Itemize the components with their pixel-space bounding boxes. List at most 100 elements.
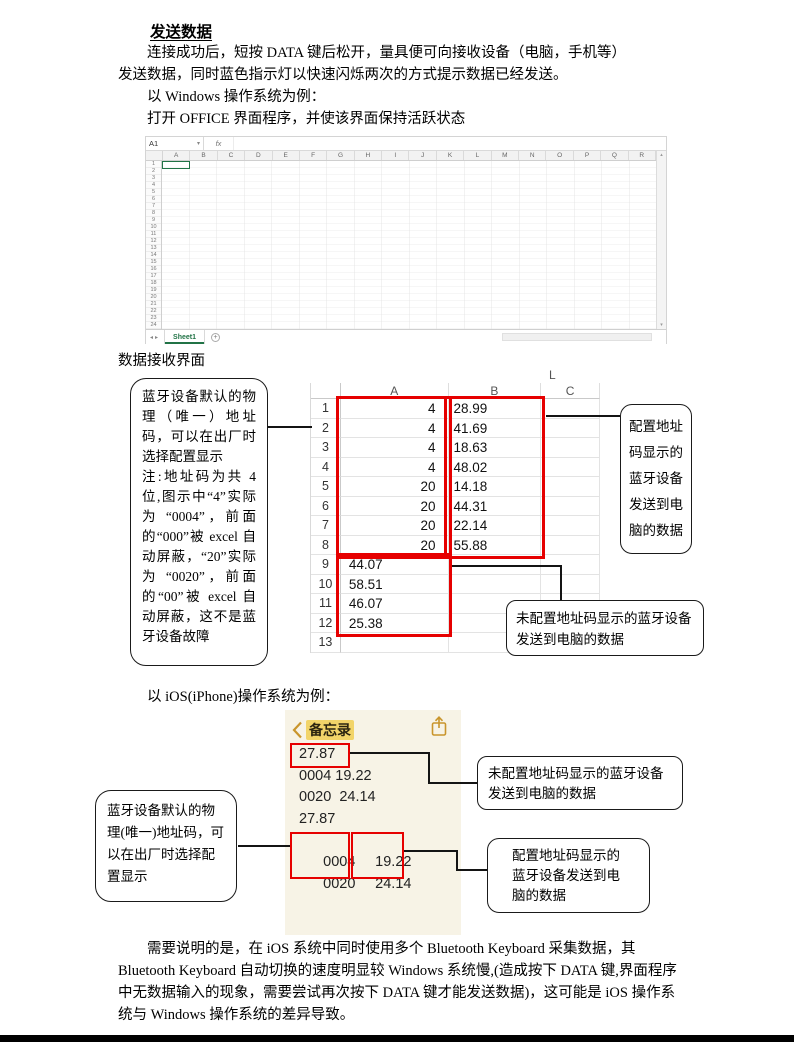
excel-row-number[interactable]: 17 (146, 273, 161, 280)
data-grid-cell-a[interactable]: 4 (340, 418, 449, 438)
sheet-tab[interactable]: Sheet1 (164, 330, 205, 344)
excel-row-number[interactable]: 22 (146, 308, 161, 315)
excel-col-header[interactable]: G (327, 151, 355, 160)
excel-col-header[interactable]: C (218, 151, 246, 160)
data-grid-col-header[interactable]: C (541, 383, 600, 399)
data-grid-cell-b[interactable] (448, 574, 542, 594)
excel-col-header[interactable]: E (273, 151, 300, 160)
excel-row-number[interactable]: 8 (146, 210, 161, 217)
excel-col-header[interactable]: L (464, 151, 492, 160)
data-grid-cell-a[interactable]: 20 (340, 477, 449, 497)
excel-row-number[interactable]: 4 (146, 182, 161, 189)
data-grid-row-number[interactable]: 4 (311, 457, 341, 477)
excel-row-number[interactable]: 23 (146, 315, 161, 322)
data-grid-cell-a[interactable]: 20 (340, 496, 449, 516)
data-grid-cell-c[interactable] (541, 457, 600, 477)
data-grid-cell-a[interactable]: 4 (340, 399, 449, 419)
excel-row-number[interactable]: 9 (146, 217, 161, 224)
data-grid-cell-a[interactable]: 58.51 (340, 574, 449, 594)
data-grid-cell-c[interactable] (541, 438, 600, 458)
excel-row-number[interactable]: 12 (146, 238, 161, 245)
scroll-up-icon[interactable]: ▴ (660, 152, 663, 158)
excel-row-number[interactable]: 3 (146, 175, 161, 182)
data-grid-cell-b[interactable]: 18.63 (448, 438, 542, 458)
excel-col-header[interactable]: I (382, 151, 410, 160)
data-grid-row-number[interactable]: 5 (311, 477, 341, 497)
excel-col-header[interactable]: F (300, 151, 328, 160)
data-grid-cell-b[interactable]: 41.69 (448, 418, 542, 438)
excel-name-box[interactable]: A1 ▾ (146, 137, 204, 150)
excel-row-number[interactable]: 10 (146, 224, 161, 231)
share-icon[interactable] (430, 715, 448, 738)
excel-col-header[interactable]: M (492, 151, 520, 160)
data-grid-cell-b[interactable]: 28.99 (448, 399, 542, 419)
excel-row-number[interactable]: 13 (146, 245, 161, 252)
data-grid-row-number[interactable]: 11 (311, 594, 341, 614)
chevron-down-icon[interactable]: ▾ (196, 141, 200, 147)
data-grid-cell-a[interactable]: 44.07 (340, 555, 449, 575)
excel-row-number[interactable]: 18 (146, 280, 161, 287)
data-grid-row-number[interactable]: 7 (311, 516, 341, 536)
data-grid-cell-a[interactable]: 25.38 (340, 613, 449, 633)
excel-col-header[interactable]: P (574, 151, 602, 160)
data-grid-cell-b[interactable]: 44.31 (448, 496, 542, 516)
excel-row-number[interactable]: 6 (146, 196, 161, 203)
data-grid-cell-c[interactable] (541, 555, 600, 575)
excel-row-number[interactable]: 14 (146, 252, 161, 259)
data-grid-cell-a[interactable] (340, 633, 449, 653)
add-sheet-button[interactable]: + (211, 332, 220, 342)
excel-col-header[interactable]: D (245, 151, 273, 160)
excel-formula-input[interactable] (234, 137, 666, 150)
excel-grid[interactable] (162, 161, 658, 329)
data-grid-cell-a[interactable]: 20 (340, 516, 449, 536)
sheet-nav-arrows-icon[interactable]: ◂▸ (150, 334, 161, 341)
excel-vertical-scrollbar[interactable]: ▴ ▾ (656, 151, 666, 329)
excel-col-header[interactable]: J (409, 151, 437, 160)
data-grid-cell-b[interactable]: 48.02 (448, 457, 542, 477)
data-grid-cell-b[interactable]: 55.88 (448, 535, 542, 555)
data-grid-cell-c[interactable] (541, 477, 600, 497)
excel-row-number[interactable]: 24 (146, 322, 161, 329)
excel-row-number[interactable]: 19 (146, 287, 161, 294)
excel-row-number[interactable]: 7 (146, 203, 161, 210)
data-grid-cell-c[interactable] (541, 574, 600, 594)
data-grid-row-number[interactable]: 2 (311, 418, 341, 438)
data-grid-row-number[interactable]: 10 (311, 574, 341, 594)
data-grid-cell-a[interactable]: 4 (340, 438, 449, 458)
excel-col-header[interactable]: R (629, 151, 656, 160)
data-grid-row-number[interactable]: 8 (311, 535, 341, 555)
data-grid-row-number[interactable]: 1 (311, 399, 341, 419)
data-grid-cell-b[interactable]: 14.18 (448, 477, 542, 497)
data-grid-cell-b[interactable]: 22.14 (448, 516, 542, 536)
back-button[interactable]: 备忘录 (292, 720, 354, 740)
excel-row-number[interactable]: 20 (146, 294, 161, 301)
data-grid-cell-c[interactable] (541, 418, 600, 438)
excel-col-header[interactable]: Q (601, 151, 629, 160)
data-grid-row-number[interactable]: 6 (311, 496, 341, 516)
data-grid-cell-c[interactable] (541, 516, 600, 536)
data-grid-row-number[interactable]: 12 (311, 613, 341, 633)
excel-selected-cell[interactable] (162, 161, 190, 169)
excel-col-header[interactable]: H (355, 151, 383, 160)
excel-col-header[interactable]: N (519, 151, 547, 160)
data-grid-row-number[interactable]: 9 (311, 555, 341, 575)
excel-row-number[interactable]: 21 (146, 301, 161, 308)
data-grid-row-number[interactable]: 13 (311, 633, 341, 653)
excel-row-number[interactable]: 16 (146, 266, 161, 273)
data-grid-cell-c[interactable] (541, 399, 600, 419)
excel-row-number[interactable]: 1 (146, 161, 161, 168)
scroll-down-icon[interactable]: ▾ (660, 322, 663, 328)
excel-row-number[interactable]: 11 (146, 231, 161, 238)
data-grid-cell-c[interactable] (541, 496, 600, 516)
excel-col-header[interactable]: O (546, 151, 574, 160)
excel-row-number[interactable]: 15 (146, 259, 161, 266)
excel-horizontal-scrollbar[interactable] (502, 333, 652, 341)
data-grid-cell-b[interactable] (448, 555, 542, 575)
excel-col-header[interactable]: K (437, 151, 465, 160)
excel-col-header[interactable]: A (163, 151, 191, 160)
data-grid-row-number[interactable]: 3 (311, 438, 341, 458)
excel-row-number[interactable]: 2 (146, 168, 161, 175)
excel-row-number[interactable]: 5 (146, 189, 161, 196)
excel-col-header[interactable]: B (190, 151, 218, 160)
data-grid-cell-c[interactable] (541, 535, 600, 555)
